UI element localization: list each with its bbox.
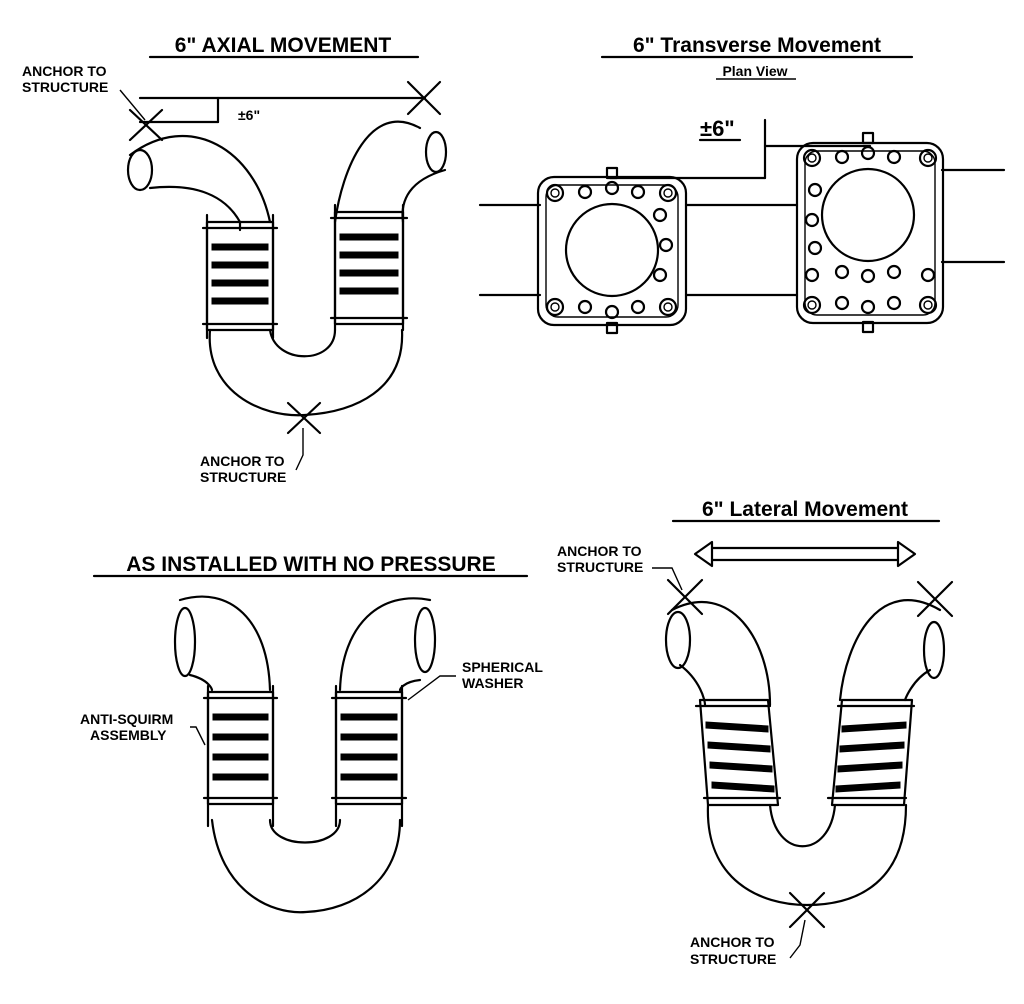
installed-loop-assembly: [173, 595, 456, 914]
installed-title: AS INSTALLED WITH NO PRESSURE: [126, 553, 495, 576]
lateral-anchor-top-left-cross: [666, 578, 704, 616]
lateral-title: 6" Lateral Movement: [702, 498, 908, 521]
installed-right-bellows: [330, 684, 408, 828]
axial-anchor-top-right-cross: [406, 80, 442, 116]
lateral-anchor-top-label-line1: ANCHOR TO: [557, 543, 642, 559]
axial-loop-assembly: [119, 80, 448, 471]
transverse-dimension-label: ±6": [700, 116, 735, 141]
axial-right-bellows: [329, 203, 409, 332]
transverse-subtitle: Plan View: [722, 63, 787, 79]
axial-anchor-bottom-label-line2: STRUCTURE: [200, 469, 286, 485]
transverse-plan-view: [478, 118, 1006, 335]
spherical-washer-label-line1: SPHERICAL: [462, 659, 543, 675]
transverse-left-flange: [536, 166, 688, 335]
lateral-anchor-top-label-line2: STRUCTURE: [557, 559, 643, 575]
axial-anchor-top-label-line1: ANCHOR TO: [22, 63, 107, 79]
transverse-right-flange: [795, 131, 945, 334]
lateral-right-bellows: [826, 698, 916, 807]
axial-anchor-bottom-label-line1: ANCHOR TO: [200, 453, 285, 469]
axial-anchor-top-label-line2: STRUCTURE: [22, 79, 108, 95]
transverse-title: 6" Transverse Movement: [633, 34, 881, 57]
lateral-anchor-bottom-label-line2: STRUCTURE: [690, 951, 776, 967]
axial-anchor-top-left-cross: [128, 108, 164, 142]
axial-left-bellows: [201, 213, 279, 340]
anti-squirm-label-line2: ASSEMBLY: [90, 727, 167, 743]
lateral-loop-assembly: [652, 540, 954, 959]
lateral-anchor-top-right-cross: [916, 580, 954, 618]
installed-left-bellows: [202, 684, 279, 828]
axial-anchor-bottom-cross: [286, 401, 322, 435]
lateral-anchor-bottom-label-line1: ANCHOR TO: [690, 934, 775, 950]
spherical-washer-label-line2: WASHER: [462, 675, 523, 691]
lateral-anchor-bottom-cross: [788, 891, 826, 929]
axial-dimension-label: ±6": [238, 107, 260, 123]
lateral-left-bellows: [694, 698, 782, 807]
axial-title: 6" AXIAL MOVEMENT: [175, 34, 392, 57]
anti-squirm-label-line1: ANTI-SQUIRM: [80, 711, 173, 727]
lateral-movement-arrow: [693, 540, 917, 568]
